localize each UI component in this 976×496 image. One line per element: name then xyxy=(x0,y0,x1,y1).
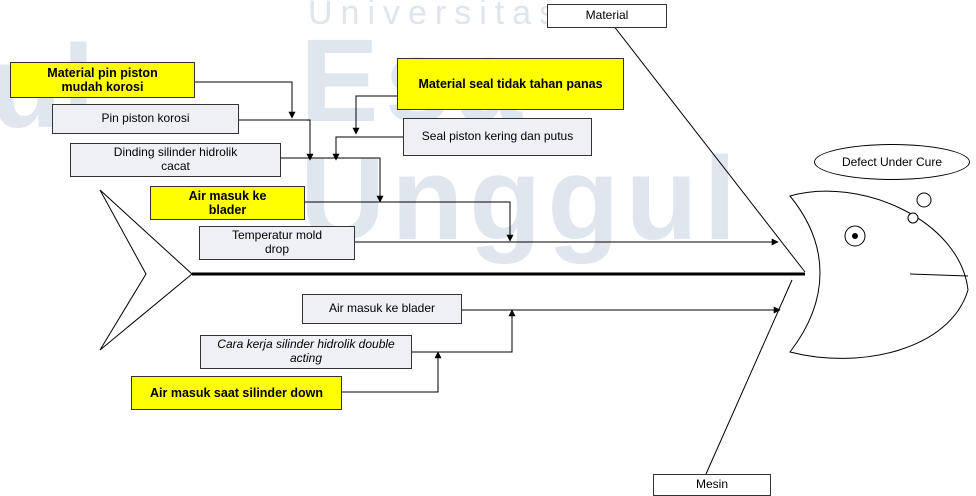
cause-material-seal: Material seal tidak tahan panas xyxy=(397,58,624,110)
cause-material-pin-piston: Material pin piston mudah korosi xyxy=(10,62,195,98)
cause-cara-kerja-silinder: Cara kerja silinder hidrolik double acti… xyxy=(200,335,412,369)
fish-mouth xyxy=(909,273,969,277)
connector-seal-piston xyxy=(332,136,403,161)
fish-head xyxy=(789,190,969,359)
connector-cara-kerja xyxy=(412,309,516,353)
connector-air-masuk-down xyxy=(342,351,442,393)
cause-air-masuk-silinder-down: Air masuk saat silinder down xyxy=(131,376,342,410)
category-mesin-label: Mesin xyxy=(653,474,771,496)
cause-seal-piston: Seal piston kering dan putus xyxy=(403,118,592,156)
thought-bubble-large xyxy=(916,192,932,208)
thought-bubble-small xyxy=(907,212,919,224)
connector-dinding xyxy=(281,157,384,203)
connector-material-pin xyxy=(195,81,296,119)
cause-pin-piston-korosi: Pin piston korosi xyxy=(52,104,239,134)
category-material-label: Material xyxy=(547,4,667,28)
cause-air-masuk-blader-bottom: Air masuk ke blader xyxy=(302,294,462,324)
watermark-universitas: Universitas xyxy=(308,0,565,32)
connector-material-seal xyxy=(352,95,397,135)
bone-mesin xyxy=(705,279,793,475)
connector-air-masuk-top xyxy=(305,201,514,242)
fish-tail xyxy=(99,189,193,351)
cause-temperatur-mold-drop: Temperatur mold drop xyxy=(199,226,355,260)
cause-dinding-silinder: Dinding silinder hidrolik cacat xyxy=(70,143,281,177)
effect-defect-under-cure: Defect Under Cure xyxy=(814,144,970,180)
fish-pupil xyxy=(852,233,858,239)
cause-air-masuk-blader-top: Air masuk ke blader xyxy=(150,186,305,220)
bone-material xyxy=(605,15,806,273)
connector-pin-korosi xyxy=(239,119,314,161)
